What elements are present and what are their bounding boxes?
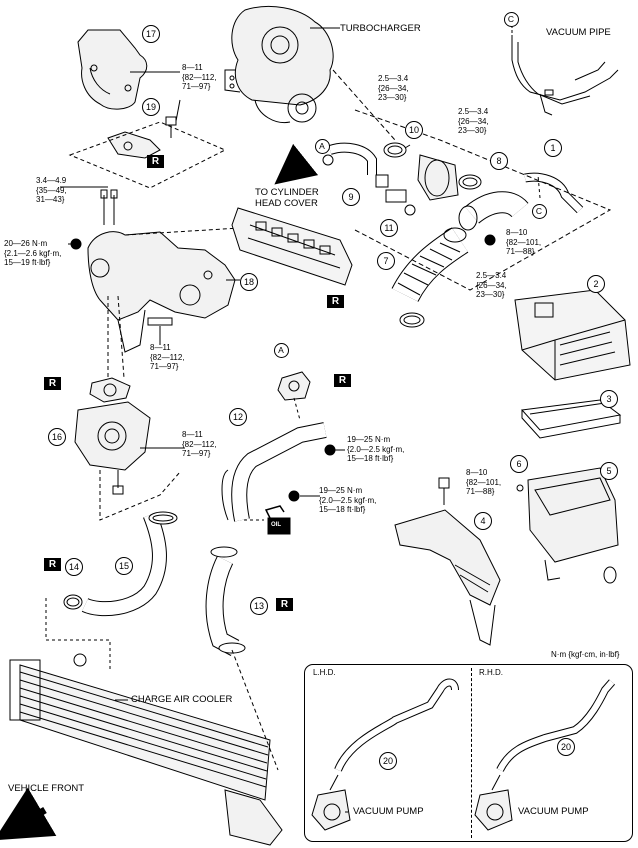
callout-c-lower: C (531, 203, 547, 219)
clamp-7-upper-part (443, 227, 467, 243)
replace-mark-plate: R (44, 377, 61, 390)
callout-a-upper: A (314, 138, 330, 154)
replace-mark-gasket: R (327, 295, 344, 308)
torque-studs: 3.4—4.9 {35—49, 31—43} (36, 176, 67, 204)
callout-1: 1 (544, 139, 562, 157)
label-vehicle-front: VEHICLE FRONT (8, 783, 85, 794)
vacuum-pipe-lhd-part (311, 678, 459, 831)
callout-5: 5 (600, 462, 618, 480)
air-filter-part (520, 399, 622, 439)
torque-10a: 2.5—3.4 {26—34, 23—30} (378, 74, 409, 102)
callout-8: 8 (490, 152, 508, 170)
torque-manifold-nut: 20—26 N·m {2.1—2.6 kgf·m, 15—19 ft·lbf} (4, 239, 62, 267)
label-lhd: L.H.D. (313, 668, 336, 677)
callout-7: 7 (377, 252, 395, 270)
label-vacuum-pump-lhd: VACUUM PUMP (353, 806, 424, 817)
intake-pipe-part (417, 154, 459, 201)
cylinder-head-arrow (274, 143, 319, 185)
replace-mark-14: R (44, 558, 61, 571)
replace-mark-egr: R (334, 374, 351, 387)
hose-1-part (524, 172, 584, 214)
studs-part (100, 189, 118, 225)
inset-divider (471, 668, 472, 838)
callout-10: 10 (405, 121, 423, 139)
charge-air-cooler-part (9, 653, 283, 846)
callout-9: 9 (342, 188, 360, 206)
throttle-body-part (74, 401, 151, 495)
torque-12b: 19—25 N·m {2.0—2.5 kgf·m, 15—18 ft·lbf} (319, 486, 377, 514)
callout-4: 4 (474, 512, 492, 530)
callout-a-lower: A (273, 342, 289, 358)
torque-7: 2.5—3.4 {26—34, 23—30} (476, 271, 507, 299)
label-rhd: R.H.D. (479, 668, 503, 677)
replace-mark-19: R (147, 155, 164, 168)
callout-3: 3 (600, 390, 618, 408)
label-vacuum-pump-rhd: VACUUM PUMP (518, 806, 589, 817)
air-cleaner-case-part (516, 467, 619, 584)
pipe-12-part (221, 422, 327, 522)
hose-15-part (81, 511, 178, 617)
egr-gasket-part (277, 371, 311, 401)
torque-10b: 2.5—3.4 {26—34, 23—30} (458, 107, 489, 135)
lhd-rhd-inset (304, 664, 633, 842)
callout-11: 11 (380, 219, 398, 237)
resonator-part (394, 477, 501, 646)
label-oil: OIL (271, 522, 281, 528)
hose-13-part (205, 546, 246, 656)
label-charge-air-cooler: CHARGE AIR COOLER (131, 694, 233, 705)
oil-can-icon (264, 505, 291, 535)
label-vacuum-pipe: VACUUM PIPE (546, 27, 611, 38)
callout-19: 19 (142, 98, 160, 116)
callout-12: 12 (229, 408, 247, 426)
torque-16: 8—11 {82—112, 71—97} (182, 430, 217, 458)
turbocharger-part (224, 5, 334, 124)
callout-c-upper: C (503, 11, 519, 27)
adapter-11-part (375, 174, 416, 216)
hose-8-part (458, 191, 529, 231)
callout-6: 6 (510, 455, 528, 473)
clamp-7-part (399, 312, 425, 328)
torque-18: 8—11 {82—112, 71—97} (150, 343, 185, 371)
intake-gasket-part (231, 207, 353, 286)
replace-mark-13: R (276, 598, 293, 611)
hose-9-part (322, 142, 377, 175)
callout-20-rhd: 20 (557, 738, 575, 756)
clamp-upper-right-part (458, 174, 482, 190)
vehicle-front-arrow (0, 787, 57, 841)
hose-7-part (391, 227, 469, 303)
callout-17: 17 (142, 25, 160, 43)
callout-13: 13 (250, 597, 268, 615)
torque-12a: 19—25 N·m {2.0—2.5 kgf·m, 15—18 ft·lbf} (347, 435, 405, 463)
callout-14: 14 (65, 558, 83, 576)
clamp-10-part (383, 142, 411, 158)
callout-15: 15 (115, 557, 133, 575)
label-turbocharger: TURBOCHARGER (340, 23, 421, 34)
callout-20-lhd: 20 (379, 752, 397, 770)
label-units: N·m {kgf·cm, in·lbf} (551, 650, 620, 659)
heat-shield-part (77, 29, 148, 110)
exhaust-manifold-part (87, 231, 236, 353)
torque-17: 8—11 {82—112, 71—97} (182, 63, 217, 91)
callout-2: 2 (587, 275, 605, 293)
flange-19-part (107, 116, 177, 159)
vacuum-pipe-rhd-part (474, 679, 616, 831)
torque-4: 8—10 {82—101, 71—88} (466, 468, 502, 496)
label-to-cylinder-head-cover: TO CYLINDER HEAD COVER (255, 187, 319, 209)
gasket-plate-part (89, 377, 131, 403)
callout-18: 18 (240, 273, 258, 291)
vacuum-pipe-part (511, 38, 619, 116)
torque-8-10: 8—10 {82—101, 71—88} (506, 228, 542, 256)
callout-16: 16 (48, 428, 66, 446)
air-cleaner-cover-part (514, 289, 631, 381)
clamp-14-part (63, 594, 83, 610)
